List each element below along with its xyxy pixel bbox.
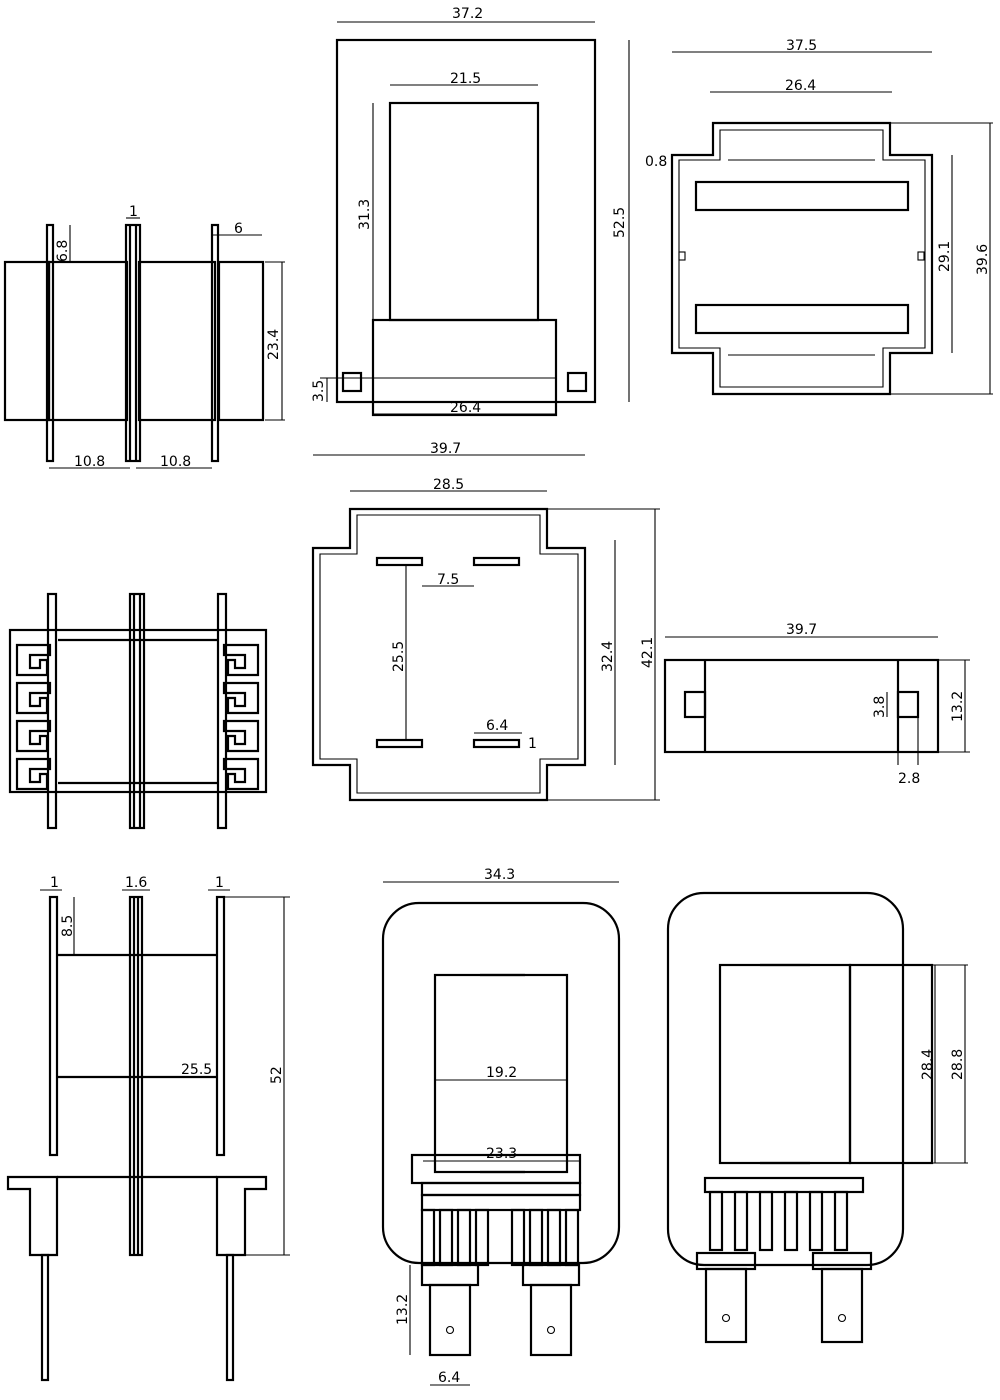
dim-v5-tab-w: 6.4 [438,1370,460,1386]
fin-group [420,1208,580,1267]
dim-b3-right: 1 [215,875,224,891]
dim-v2-inner-width: 26.4 [785,78,816,94]
dim-b3-height: 52 [269,1066,285,1084]
dim-v3-slot-thick: 1 [528,736,537,752]
bobbin-top-view: 37.5 26.4 0.8 29.1 39.6 [645,38,993,396]
dim-v1-height: 52.5 [612,207,628,238]
dim-v4-height: 13.2 [950,691,966,722]
core-side-view: 39.7 13.2 3.8 2.8 [663,622,970,787]
dim-v6-outer: 28.8 [950,1049,966,1080]
dim-b1-right: 10.8 [160,454,191,470]
bobbin-side-view-top: 10.8 10.8 1 6.8 6 23.4 [3,204,285,470]
dim-b1-height: 23.4 [266,329,282,360]
dim-v4-width: 39.7 [786,622,817,638]
dim-v1-core-height: 31.3 [357,199,373,230]
dim-b3-left: 1 [50,875,59,891]
dim-b1-step: 6.8 [55,240,71,262]
side-fin-group [708,1190,849,1252]
assembly-side-view: 28.4 28.8 [666,891,968,1344]
dim-v5-tab-h: 13.2 [395,1294,411,1325]
dim-v5-base: 23.3 [486,1146,517,1162]
dim-v3-pin-span: 25.5 [391,641,407,672]
bobbin-section-view: 1 1.6 1 8.5 25.5 52 [6,875,290,1382]
assembly-front-view: 34.3 19.2 23.3 13.2 6.4 [381,867,621,1386]
dim-v6-inner: 28.4 [920,1049,936,1080]
dim-b1-flange: 1 [129,204,138,220]
dim-v3-gap: 7.5 [437,572,459,588]
dim-v3-height: 42.1 [640,637,656,668]
dim-v3-width: 39.7 [430,441,461,457]
dim-v2-height: 39.6 [975,244,991,275]
dim-v3-inner-width: 28.5 [433,477,464,493]
dim-v1-base-width: 26.4 [450,400,481,416]
dim-b3-span: 25.5 [181,1062,212,1078]
dim-v4-pin-w: 2.8 [898,771,920,787]
core-front-view: 37.2 21.5 31.3 52.5 26.4 3.5 [311,6,630,417]
dim-v3-inner-height: 32.4 [600,641,616,672]
dim-v2-wall: 0.8 [645,154,667,170]
dim-b1-lip: 6 [234,221,243,237]
dim-b3-mid: 1.6 [125,875,147,891]
dim-v1-inner-width: 21.5 [450,71,481,87]
dim-b3-step: 8.5 [60,915,76,937]
dim-v3-slot: 6.4 [486,718,508,734]
dim-v1-offset: 3.5 [311,380,327,402]
dim-v5-core: 19.2 [486,1065,517,1081]
bobbin-pin-view [8,592,268,830]
dim-v1-width: 37.2 [452,6,483,22]
dim-v2-width: 37.5 [786,38,817,54]
core-bottom-view: 39.7 28.5 7.5 25.5 6.4 1 32.4 42.1 [311,441,660,802]
dim-v2-inner-height: 29.1 [937,241,953,272]
dim-v5-width: 34.3 [484,867,515,883]
dim-b1-left: 10.8 [74,454,105,470]
dim-v4-pin-h: 3.8 [872,696,888,718]
